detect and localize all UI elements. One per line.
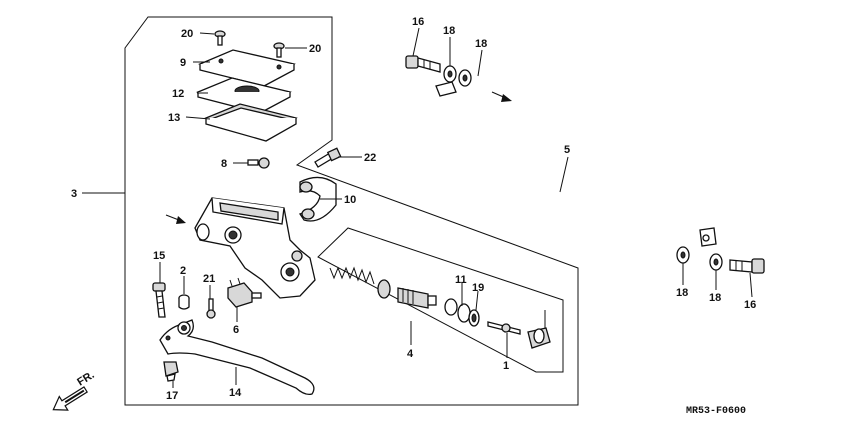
callout-16-bottom: 16	[744, 299, 756, 311]
callout-6: 6	[233, 324, 239, 336]
diagram-code: MR53-F0600	[686, 406, 746, 417]
callout-1: 1	[503, 360, 509, 372]
sealing-washer-18-top-right	[458, 69, 472, 87]
callout-19: 19	[472, 282, 484, 294]
boot-7	[527, 327, 551, 349]
collar-2	[178, 294, 190, 310]
reservoir-cap-9	[197, 49, 296, 87]
callout-20-left: 20	[181, 28, 193, 40]
clutch-hose-5	[418, 81, 717, 247]
callout-16-top: 16	[412, 16, 424, 28]
screw-20-left	[214, 30, 226, 46]
plate-12	[195, 77, 292, 114]
callout-10: 10	[344, 194, 356, 206]
front-direction-label: FR.	[75, 369, 96, 389]
pivot-bolt-15	[152, 282, 166, 318]
sealing-washer-18-bottom-right	[709, 253, 723, 271]
callout-21: 21	[203, 273, 215, 285]
nut-17	[163, 361, 179, 382]
sealing-washer-18-top-left	[443, 65, 457, 83]
callout-20-right: 20	[309, 43, 321, 55]
sealing-washer-18-bottom-left	[676, 246, 690, 264]
callout-3: 3	[71, 188, 77, 200]
oil-bolt-16-top	[405, 55, 441, 73]
callout-8: 8	[221, 158, 227, 170]
callout-14: 14	[229, 387, 242, 399]
cup-primary	[377, 279, 391, 299]
cup-secondary	[444, 298, 458, 316]
callout-13: 13	[168, 112, 180, 124]
holder-10	[298, 176, 337, 222]
callout-17: 17	[166, 390, 178, 402]
master-cylinder-body	[194, 197, 316, 299]
callout-4: 4	[407, 348, 414, 360]
piston	[397, 287, 437, 309]
screw-20-right	[273, 42, 285, 58]
callout-2: 2	[180, 265, 186, 277]
callout-18-top-right: 18	[475, 38, 487, 50]
washer-19	[468, 309, 480, 327]
callout-11: 11	[455, 274, 467, 286]
bolt-8	[247, 157, 270, 169]
clutch-switch-6	[227, 277, 262, 308]
screw-21	[206, 298, 216, 319]
callout-18-bottom-left: 18	[676, 287, 688, 299]
clutch-lever-14	[159, 319, 315, 396]
bolt-22	[314, 147, 342, 168]
oil-bolt-16-bottom	[729, 258, 765, 274]
callout-22: 22	[364, 152, 376, 164]
callout-5: 5	[564, 144, 570, 156]
spring	[329, 266, 375, 285]
flow-arrow-hose	[491, 91, 512, 102]
assembly-outline-3	[124, 16, 579, 406]
diaphragm-13	[204, 103, 298, 142]
flow-arrow-body	[165, 214, 186, 224]
circlip-11	[457, 303, 471, 323]
callout-18-top-left: 18	[443, 25, 455, 37]
callout-9: 9	[180, 57, 186, 69]
push-rod-1	[487, 321, 521, 335]
front-direction-indicator: FR.	[52, 369, 97, 411]
callout-15: 15	[153, 250, 165, 262]
callout-12: 12	[172, 88, 184, 100]
leader-lines	[82, 27, 753, 388]
callout-18-bottom-right: 18	[709, 292, 721, 304]
piston-kit-box-4	[317, 227, 564, 373]
